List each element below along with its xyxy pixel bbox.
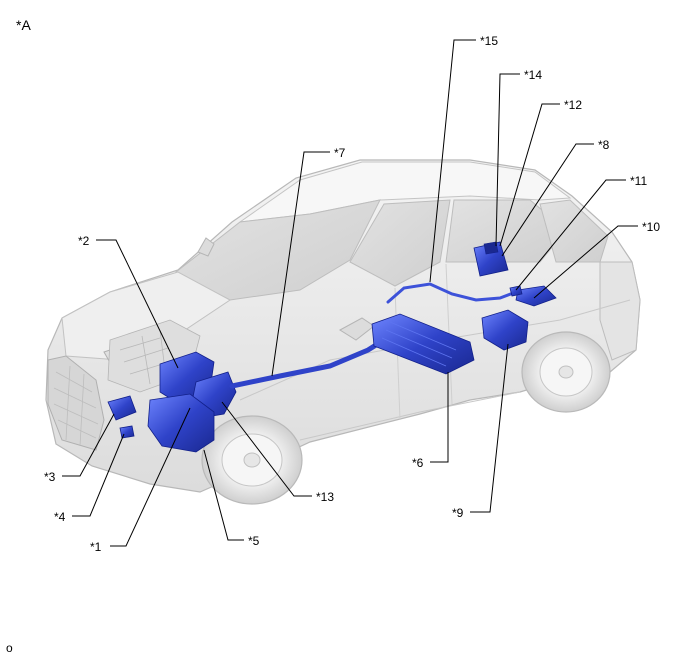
leader-line-4 — [72, 433, 125, 517]
hv-battery-ribs — [381, 321, 457, 367]
callout-label-10: *10 — [642, 220, 660, 234]
callout-label-6: *6 — [412, 456, 424, 470]
vehicle-illustration — [45, 159, 641, 505]
callout-label-13: *13 — [316, 490, 334, 504]
leader-line-10 — [533, 225, 638, 299]
leader-line-11 — [515, 179, 626, 291]
leader-line-9 — [470, 343, 509, 513]
callout-label-7: *7 — [334, 146, 346, 160]
figure-tag: *A — [16, 17, 31, 33]
leader-line-7 — [271, 151, 330, 377]
callout-label-3: *3 — [44, 470, 56, 484]
power-cable — [229, 337, 387, 389]
highlighted-components — [107, 241, 557, 453]
leader-line-5 — [203, 449, 244, 541]
vehicle-grille — [47, 355, 105, 451]
leader-line-14 — [495, 73, 520, 247]
front-connector — [119, 425, 135, 439]
leader-line-1 — [110, 407, 191, 547]
vehicle-rear-wheel — [521, 331, 611, 413]
leader-lines — [62, 39, 638, 547]
callout-label-9: *9 — [452, 506, 464, 520]
vehicle-rear-section — [599, 261, 641, 361]
rear-sensor — [509, 285, 523, 297]
callout-label-2: *2 — [78, 234, 90, 248]
vehicle-quarter-window — [539, 199, 609, 263]
rear-motor — [481, 309, 529, 351]
auxiliary-terminal — [483, 241, 499, 255]
vehicle-windshield — [175, 199, 381, 301]
callout-label-11: *11 — [630, 174, 647, 188]
callout-label-5: *5 — [248, 534, 260, 548]
vehicle-front-window — [349, 199, 451, 287]
vehicle-wiper-mount — [197, 237, 215, 257]
callout-label-4: *4 — [54, 510, 66, 524]
leader-line-2 — [96, 239, 179, 369]
leader-line-12 — [499, 103, 560, 247]
leader-line-15 — [429, 39, 476, 283]
vehicle-rocker-line — [299, 391, 521, 441]
front-motor-generator — [147, 393, 215, 453]
callout-labels: *A *15 *14 *12 *8 *7 *11 *10 *2 *6 *3 *1… — [6, 17, 660, 655]
leader-line-3 — [62, 413, 115, 477]
rear-wire-harness — [386, 282, 518, 304]
callout-label-14: *14 — [524, 68, 542, 82]
callout-label-15: *15 — [480, 34, 498, 48]
leader-line-13 — [221, 401, 312, 497]
callout-label-12: *12 — [564, 98, 582, 112]
callout-label-8: *8 — [598, 138, 610, 152]
leader-line-8 — [501, 143, 594, 257]
vehicle-front-wheel — [201, 415, 303, 505]
vehicle-engine-detail — [119, 329, 177, 385]
corner-mark: o — [6, 641, 13, 655]
hv-battery — [371, 313, 475, 375]
leader-line-6 — [430, 372, 449, 463]
callout-label-1: *1 — [90, 540, 102, 554]
vehicle-grille-mesh — [53, 365, 99, 447]
front-sensor-unit — [107, 395, 137, 421]
vehicle-hood — [61, 271, 231, 361]
